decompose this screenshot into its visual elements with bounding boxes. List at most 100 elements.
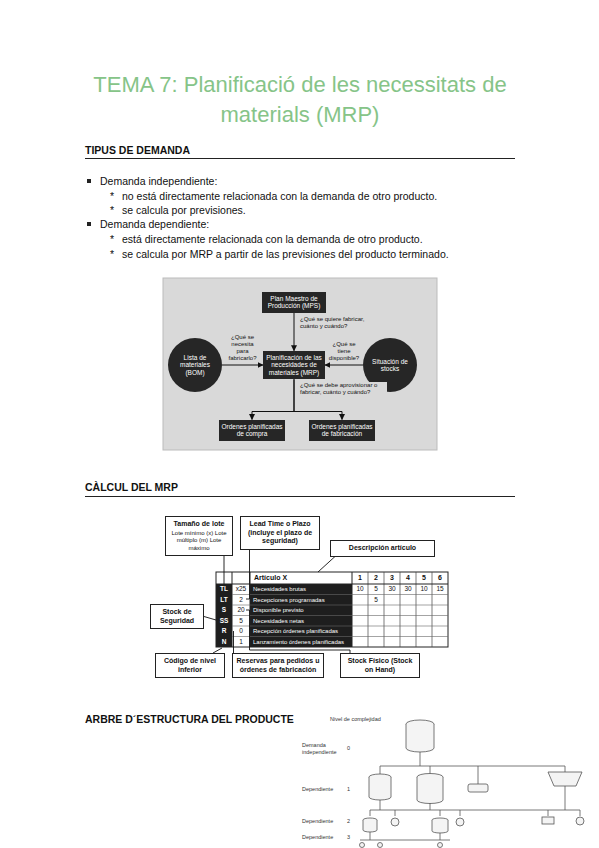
mrp-table-grid [216,572,448,647]
figure-panel [163,278,437,450]
node-text: Ordenes planificadas de fabricación [311,423,373,438]
leader-line [246,550,250,600]
table-value: 5 [368,595,384,606]
table-value: 10 [352,584,368,595]
period-number: 5 [416,572,432,584]
process-box: Plan Maestro de Producción (MPS) [262,292,326,313]
callout-box: Reservas para pedidos u órdenes de fabri… [232,653,324,678]
tree-label: Dependiente [302,786,344,793]
bullet-text: se calcula por MRP a partir de las previ… [122,248,552,261]
callout-box: Stock Físico (Stock on Hand) [340,653,420,678]
table-value: x25 [232,584,250,595]
node-text: Descripción artículo [334,544,431,553]
table-value: 5 [232,616,250,627]
bullet-text: Demanda independiente: [100,175,400,188]
callout-box: Lead Time o Plazo (incluye el plazo de s… [240,516,320,550]
sub-bullet: * [110,248,120,261]
node-text: Lista de materiales (BOM) [172,354,218,377]
page-title: TEMA 7: Planificació de les necessitats … [50,70,550,130]
tree-label: Dependiente [302,834,344,841]
node-subtext: Lote mínimo (x) Lote múltiplo (m) Lote m… [169,530,229,553]
edge-label: ¿Qué se necesita para fabricarlo? [224,334,261,362]
flow-arrow [222,365,263,366]
table-code: N [216,637,232,648]
tree-label: Demanda independiente [302,742,344,755]
sub-bullet: * [110,233,120,246]
bullet-text: se calcula por previsiones. [122,204,542,217]
table-code: TL [216,584,232,595]
table-value: 15 [432,584,448,595]
period-number: 4 [400,572,416,584]
callout-box: Stock de Seguridad [150,604,204,629]
callout-box: Tamaño de loteLote mínimo (x) Lote múlti… [165,516,233,556]
period-number: 1 [352,572,368,584]
edge-label: ¿Qué se tiene disponible? [327,341,361,362]
section-rule [85,496,515,497]
leader-line [204,617,216,621]
table-code: SS [216,616,232,627]
leader-line [224,556,225,584]
node-text: Planificación de las necesidades de mate… [265,354,323,377]
table-value: 5 [368,584,384,595]
flow-arrow [325,365,363,366]
table-value: 2 [232,595,250,606]
output-box: Ordenes planificadas de compra [219,420,285,441]
bullet-square [87,222,91,226]
sub-bullet: * [110,204,120,217]
flow-arrow [252,379,294,419]
period-number: 2 [368,572,384,584]
table-code: R [216,626,232,637]
leader-line [318,557,335,573]
tree-label: Dependiente [302,818,344,825]
tree-level: 0 [347,745,355,752]
node-text: Tamaño de lote [169,520,229,529]
row-description: Recepción órdenes planificadas [250,626,352,637]
section-heading: TIPUS DE DEMANDA [85,144,385,157]
table-code: S [216,605,232,616]
row-description: Disponible previsto [250,605,352,616]
product-tree [360,720,585,848]
period-number: 6 [432,572,448,584]
table-value: 30 [384,584,400,595]
table-code: LT [216,595,232,606]
node-text: Código de nivel inferior [159,657,221,674]
edge-label: ¿Qué se quiere fabricar, cuánto y cuándo… [299,316,379,330]
callout-box: Código de nivel inferior [155,653,225,678]
node-text: Lead Time o Plazo (incluye el plazo de s… [244,520,316,546]
section-rule [85,158,515,159]
tree-level: 3 [347,834,355,841]
row-description: Necesidades netas [250,616,352,627]
bullet-text: Demanda dependiente: [100,218,400,231]
callout-box: Descripción artículo [330,540,435,557]
process-box: Planificación de las necesidades de mate… [263,351,325,380]
table-value: 10 [416,584,432,595]
tree-level: 2 [347,818,355,825]
node-text: Reservas para pedidos u órdenes de fabri… [236,657,320,674]
table-header: Artículo X [250,572,352,584]
output-box: Ordenes planificadas de fabricación [309,420,375,441]
table-value: 20 [232,605,250,616]
bullet-text: está directamente relacionada con la dem… [122,233,542,246]
flow-arrow [294,313,295,351]
section-heading: CÀLCUL DEL MRP [85,481,385,494]
node-text: Plan Maestro de Producción (MPS) [264,295,324,310]
leader-line [233,631,234,653]
period-number: 3 [384,572,400,584]
tree-label: Nivel de complejidad [330,716,410,723]
table-value: 0 [232,626,250,637]
table-value: 30 [400,584,416,595]
node-text: Ordenes planificadas de compra [221,423,283,438]
node-text: Stock Físico (Stock on Hand) [344,657,416,674]
tree-level: 1 [347,786,355,793]
table-value: 1 [232,637,250,648]
row-description: Lanzamiento órdenes planificadas [250,637,352,648]
input-circle: Lista de materiales (BOM) [168,338,222,392]
bullet-text: no está directamente relacionada con la … [122,190,542,203]
sub-bullet: * [110,190,120,203]
node-text: Stock de Seguridad [154,608,200,625]
node-text: Situación de stocks [367,358,413,373]
edge-label: ¿Qué se debe aprovisionar o fabricar, cu… [299,382,387,396]
bullet-square [87,179,91,183]
row-description: Recepciones programadas [250,595,352,606]
